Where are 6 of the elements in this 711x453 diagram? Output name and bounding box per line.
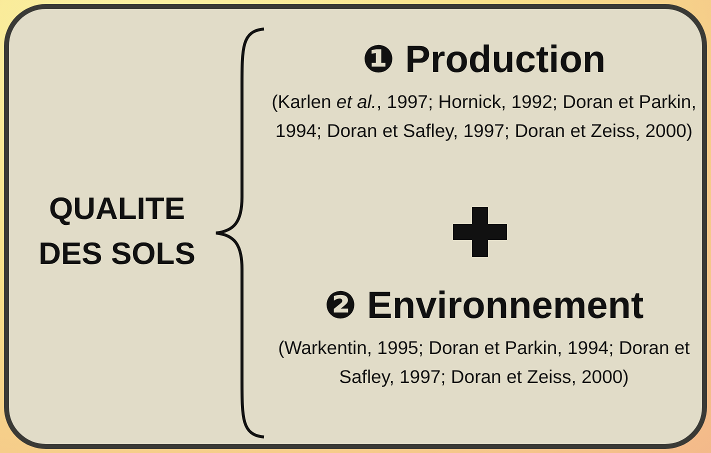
section-heading: ❶ Production xyxy=(362,39,606,83)
main-heading: QUALITE DES SOLS xyxy=(38,190,196,273)
rounded-panel xyxy=(4,4,707,449)
citation-text: (Karlen et al., 1997; Hornick, 1992; Doran et Parkin, 1994; Doran et Safley, 1997; Doran et Zeiss, 2000) xyxy=(270,90,698,144)
section-heading: ❷ Environnement xyxy=(324,285,644,329)
citation-text: (Warkentin, 1995; Doran et Parkin, 1994; Doran et Safley, 1997; Doran et Zeiss, 2000) xyxy=(277,336,691,390)
